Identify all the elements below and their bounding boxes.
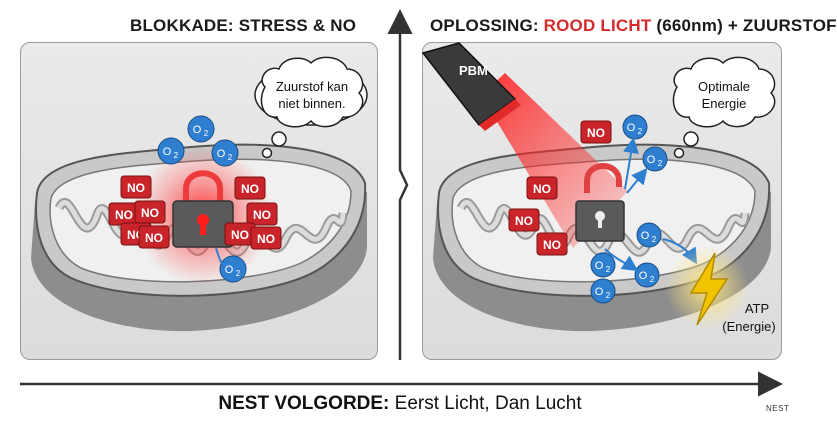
svg-text:O: O [647, 154, 656, 166]
svg-text:2: 2 [652, 235, 657, 244]
no-molecule: NO [526, 176, 558, 200]
svg-text:2: 2 [638, 127, 643, 136]
no-molecules: NO NO NO NO [508, 120, 612, 256]
svg-text:NO: NO [231, 228, 249, 242]
atp-sub-label: (Energie) [722, 319, 775, 334]
svg-text:NO: NO [533, 182, 551, 196]
svg-text:NO: NO [127, 181, 145, 195]
no-molecules: NO NO NO NO NO NO NO NO NO [108, 175, 282, 250]
no-molecule: NO [234, 176, 266, 200]
vertical-divider-arrow [387, 9, 413, 360]
svg-text:2: 2 [606, 265, 611, 274]
no-molecule: NO [250, 226, 282, 250]
right-title-highlight: ROOD LICHT [543, 16, 652, 35]
no-molecule: NO [134, 200, 166, 224]
lock-icon [172, 170, 234, 248]
nest-logo: NEST [766, 404, 790, 413]
no-molecule: NO [580, 120, 612, 144]
no-molecule: NO [508, 208, 540, 232]
lightning-icon [689, 252, 729, 326]
no-molecule: NO [120, 175, 152, 199]
svg-text:O: O [595, 286, 604, 298]
svg-text:O: O [163, 146, 172, 158]
bubble-line-2: Energie [702, 96, 747, 111]
svg-text:NO: NO [241, 182, 259, 196]
svg-text:O: O [595, 260, 604, 272]
sequence-prefix: NEST VOLGORDE: [218, 393, 395, 414]
no-molecule: NO [536, 232, 568, 256]
svg-text:NO: NO [543, 238, 561, 252]
svg-text:NO: NO [587, 126, 605, 140]
svg-text:2: 2 [650, 275, 655, 284]
svg-text:NO: NO [145, 231, 163, 245]
right-title-prefix: OPLOSSING: [430, 16, 544, 35]
bubble-line-1: Zuurstof kan [276, 79, 348, 94]
svg-text:O: O [217, 148, 226, 160]
thought-bubble: Zuurstof kan niet binnen. [254, 56, 368, 159]
thought-bubble: Optimale Energie [672, 56, 776, 159]
pbm-device: PBM [421, 42, 521, 131]
svg-text:2: 2 [606, 291, 611, 300]
no-molecule: NO [138, 225, 170, 249]
right-title-suffix: (660nm) + ZUURSTOF [651, 16, 837, 35]
svg-text:O: O [225, 264, 234, 276]
svg-text:NO: NO [141, 206, 159, 220]
atp-label: ATP [745, 301, 769, 316]
o2-path-arrow [215, 247, 224, 266]
svg-text:2: 2 [174, 151, 179, 160]
svg-text:O: O [627, 122, 636, 134]
no-molecule: NO [246, 202, 278, 226]
right-panel-title: OPLOSSING: ROOD LICHT (660nm) + ZUURSTOF [430, 16, 837, 36]
axes [20, 9, 783, 397]
svg-text:2: 2 [236, 269, 241, 278]
svg-text:NO: NO [257, 232, 275, 246]
svg-text:O: O [639, 270, 648, 282]
svg-text:O: O [193, 124, 202, 136]
unlocked-lock-icon [575, 163, 625, 242]
svg-text:NO: NO [253, 208, 271, 222]
bubble-line-2: niet binnen. [278, 96, 345, 111]
sequence-caption: NEST VOLGORDE: Eerst Licht, Dan Lucht [0, 393, 800, 415]
svg-text:2: 2 [228, 153, 233, 162]
bubble-line-1: Optimale [698, 79, 750, 94]
svg-text:O: O [641, 230, 650, 242]
svg-text:2: 2 [658, 159, 663, 168]
pbm-label: PBM [459, 63, 488, 78]
svg-text:2: 2 [204, 129, 209, 138]
svg-text:NO: NO [115, 208, 133, 222]
sequence-text: Eerst Licht, Dan Lucht [394, 393, 582, 414]
left-panel-title: BLOKKADE: STRESS & NO [130, 16, 357, 35]
svg-text:NO: NO [515, 214, 533, 228]
